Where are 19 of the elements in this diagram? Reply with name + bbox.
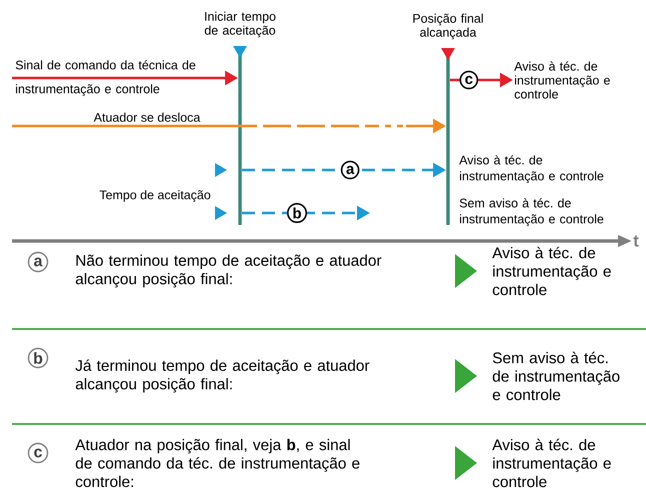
result-text: Aviso à téc. de instrumentação e controle	[459, 155, 604, 183]
circled-letter: c	[28, 442, 48, 464]
result-text: Aviso à téc. de instrumentação e controle	[514, 61, 610, 99]
result-text: Aviso à téc. de instrumentação e controle	[492, 438, 611, 488]
result-text: Aviso à téc. de instrumentação e controle	[492, 246, 611, 296]
axis-label: t	[633, 235, 639, 247]
circled-letter: b	[28, 348, 48, 368]
result-text: Sem aviso à téc. de instrumentação e controle	[492, 352, 620, 400]
condition-text: Atuador na posição final, veja b, e sinal de comando da téc. de instrumentação e controle:	[75, 438, 360, 488]
edge-label: c	[460, 70, 478, 90]
result-text: Sem aviso à téc. de instrumentação e controle	[460, 198, 604, 226]
edge-label: a	[340, 160, 360, 180]
condition-text: Já terminou tempo de aceitação e atuador alcançou posição final:	[75, 359, 370, 393]
edge-label: Atuador se desloca	[94, 112, 200, 122]
edge-label: Sinal de comando da técnica de instrumentação e controle	[16, 60, 196, 96]
edge-label: b	[287, 202, 308, 224]
condition-text: Não terminou tempo de aceitação e atuador alcançou posição final:	[76, 254, 382, 288]
label: Tempo de aceitação	[100, 190, 210, 202]
circled-letter: a	[28, 252, 48, 272]
